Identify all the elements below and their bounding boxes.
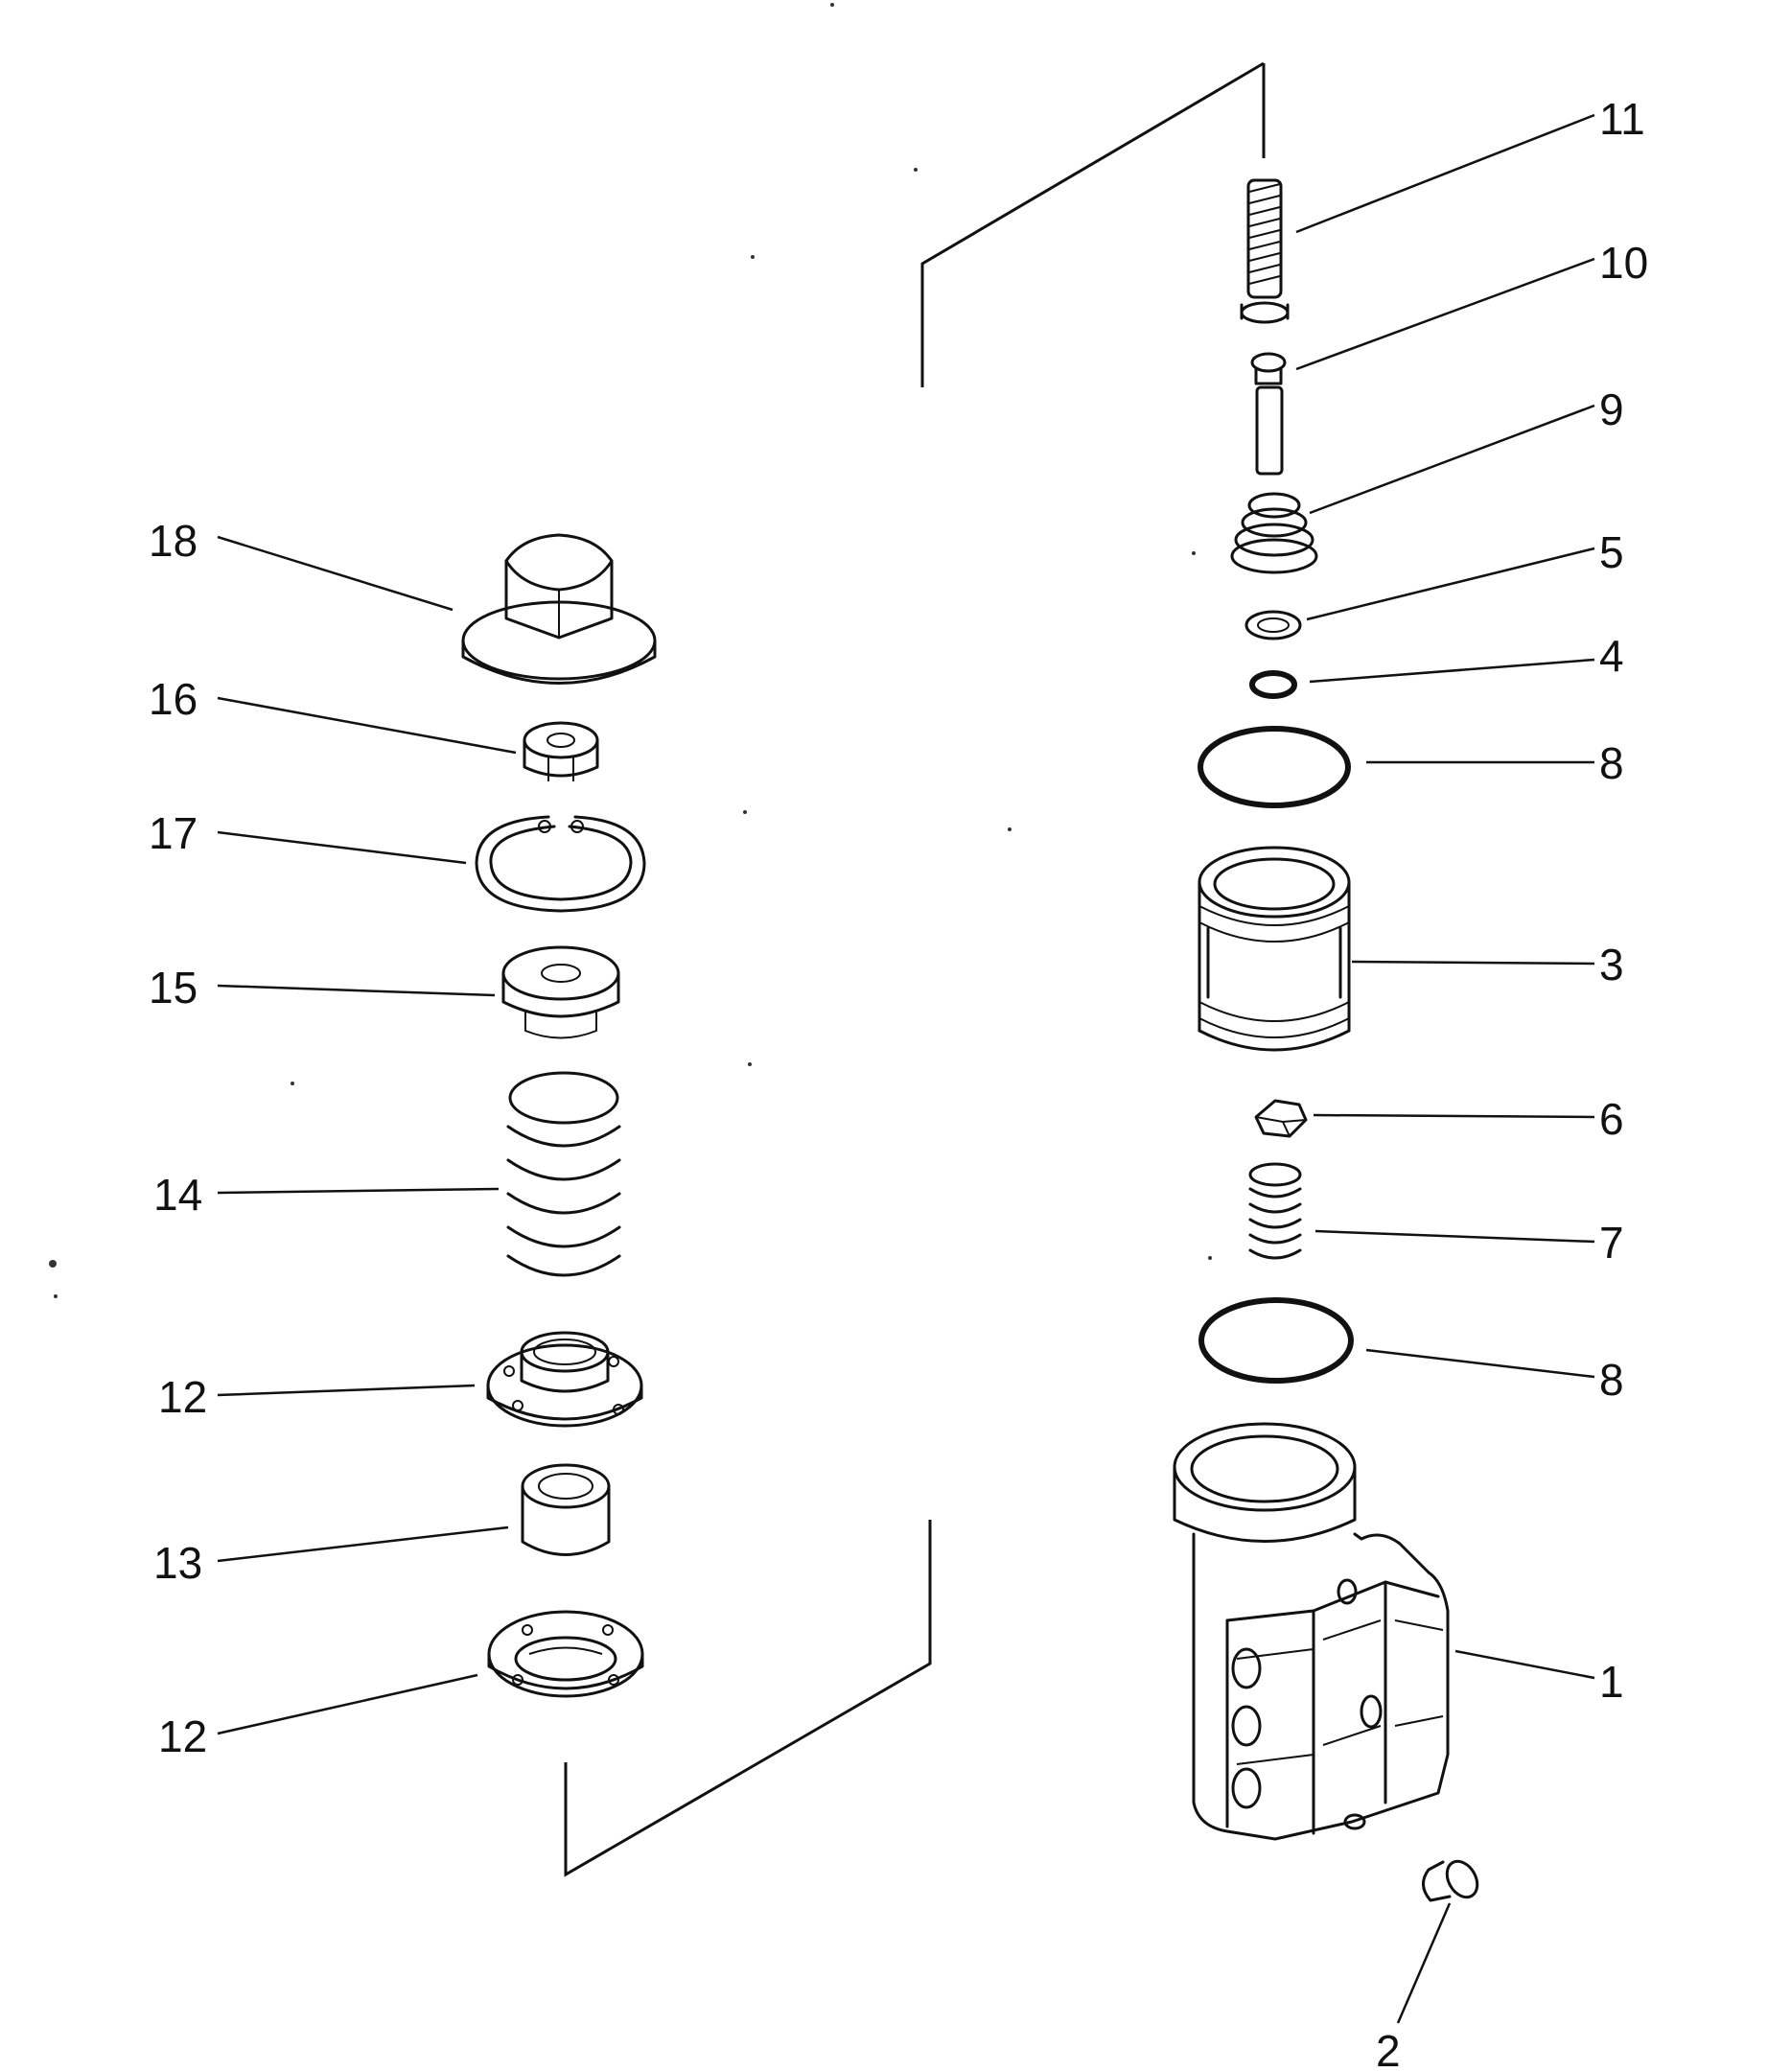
callout-18: 18 (149, 516, 198, 566)
callout-3: 3 (1599, 940, 1624, 989)
leader-4 (1309, 658, 1595, 684)
part-7-spring (1248, 1162, 1302, 1260)
leader-16 (217, 696, 517, 755)
part-12-flange-upper (486, 1331, 643, 1428)
part-18-cap (461, 533, 657, 685)
leader-3 (1351, 960, 1595, 966)
callout-12-lower: 12 (158, 1711, 207, 1761)
part-17-snap-ring (475, 815, 646, 913)
leader-5 (1306, 547, 1595, 621)
callout-5: 5 (1599, 527, 1624, 577)
leader-10 (1295, 257, 1595, 371)
leader-lines (217, 113, 1595, 2024)
leader-12b (217, 1673, 478, 1735)
callout-6: 6 (1599, 1094, 1624, 1144)
leader-15 (217, 984, 496, 997)
part-5-washer (1244, 610, 1302, 640)
leader-14 (217, 1187, 500, 1195)
callout-1: 1 (1599, 1657, 1624, 1707)
callout-12-upper: 12 (158, 1372, 207, 1422)
part-10-pin (1250, 352, 1287, 476)
leader-11 (1295, 113, 1595, 234)
part-11-adjusting-screw (1240, 178, 1290, 324)
part-16-nut (523, 721, 599, 781)
part-3-sleeve (1198, 846, 1351, 1052)
leader-13 (217, 1525, 509, 1563)
callout-4: 4 (1599, 631, 1624, 681)
callout-13: 13 (153, 1538, 202, 1588)
callout-numbers: 11 10 9 5 4 8 3 6 7 8 1 2 18 16 17 15 14… (149, 94, 1648, 2072)
assembly-bracket-top (920, 61, 1266, 387)
part-15-retainer (501, 945, 620, 1039)
assembly-bracket-bottom (564, 1520, 932, 1877)
part-6-poppet (1254, 1099, 1308, 1138)
part-12-flange-lower (487, 1610, 644, 1698)
part-9-spring-seat (1230, 492, 1318, 574)
callout-2: 2 (1376, 2026, 1401, 2072)
callout-16: 16 (149, 674, 198, 724)
callout-10: 10 (1599, 238, 1648, 288)
part-4-o-ring (1249, 670, 1297, 699)
callout-8-upper: 8 (1599, 738, 1624, 788)
leader-2 (1396, 1902, 1452, 2024)
part-1-valve-body (1173, 1422, 1450, 1841)
leader-18 (217, 535, 454, 612)
leader-17 (217, 830, 467, 865)
callout-9: 9 (1599, 384, 1624, 434)
scan-specks (49, 3, 1212, 1298)
callout-7: 7 (1599, 1218, 1624, 1268)
leader-1 (1454, 1649, 1595, 1680)
leader-7 (1314, 1229, 1595, 1244)
leader-9 (1309, 404, 1595, 515)
part-2-plug (1422, 1859, 1479, 1902)
callout-8-lower: 8 (1599, 1355, 1624, 1405)
leader-8b (1365, 1348, 1595, 1379)
callout-15: 15 (149, 963, 198, 1013)
part-14-spring (506, 1071, 621, 1277)
callout-17: 17 (149, 808, 198, 858)
leader-12a (217, 1384, 476, 1397)
callout-14: 14 (153, 1170, 202, 1220)
callout-11: 11 (1599, 94, 1645, 144)
part-8-o-ring-lower (1198, 1297, 1354, 1384)
part-8-o-ring-upper (1198, 726, 1351, 808)
part-13-bushing (521, 1463, 611, 1556)
leader-6 (1313, 1113, 1595, 1119)
